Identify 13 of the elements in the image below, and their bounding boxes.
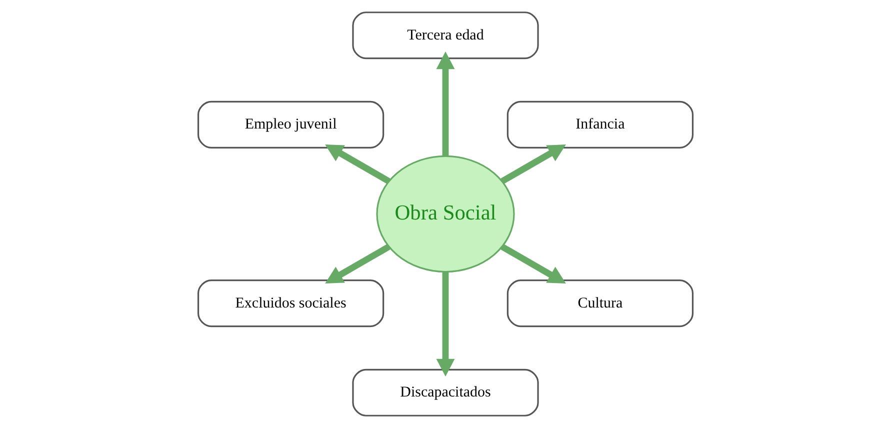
node-box: Excluidos sociales [197, 280, 384, 328]
node-box: Infancia [506, 100, 694, 148]
arrow [436, 52, 455, 156]
arrow [325, 144, 390, 184]
arrow [500, 144, 566, 184]
node-box: Discapacitados [352, 368, 539, 416]
node-box: Tercera edad [352, 12, 539, 60]
node-box: Cultura [506, 280, 694, 328]
arrow [325, 244, 390, 284]
arrow [436, 272, 455, 376]
node-ellipse: Obra Social [376, 155, 515, 273]
arrow [500, 244, 566, 284]
node-box: Empleo juvenil [197, 100, 384, 148]
